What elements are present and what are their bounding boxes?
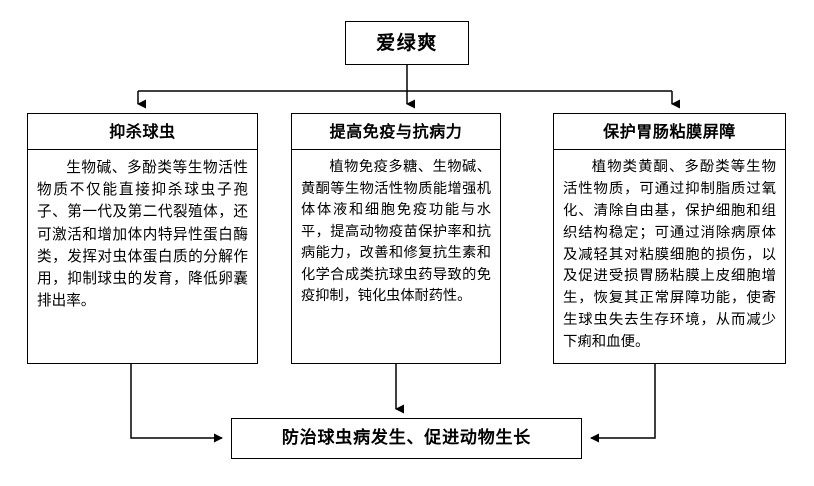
node-branch-1-body: 植物免疫多糖、生物碱、黄酮等生物活性物质能增强机体体液和细胞免疫功能与水平，提高…: [292, 150, 500, 363]
node-branch-1-header-text: 提高免疫与抗病力: [329, 121, 463, 141]
node-branch-2-body-text: 植物类黄酮、多酚类等生物活性物质，可通过抑制脂质过氧化、清除自由基，保护细胞和组…: [563, 159, 776, 351]
node-branch-2-header-text: 保护胃肠粘膜屏障: [603, 121, 736, 141]
connector-branch-2-to-outcome: [590, 364, 656, 443]
node-outcome-result[interactable]: 防治球虫病发生、促进动物生长: [231, 418, 582, 459]
node-root-title: 爱绿爽: [376, 31, 438, 54]
node-branch-0-body-text: 生物碱、多酚类等生物活性物质不仅能直接抑杀球虫子孢子、第一代及第二代裂殖体，还可…: [37, 159, 248, 310]
node-branch-1-header: 提高免疫与抗病力: [292, 114, 500, 150]
node-branch-0-body: 生物碱、多酚类等生物活性物质不仅能直接抑杀球虫子孢子、第一代及第二代裂殖体，还可…: [28, 150, 257, 363]
node-branch-anticoccidial[interactable]: 抑杀球虫 生物碱、多酚类等生物活性物质不仅能直接抑杀球虫子孢子、第一代及第二代裂…: [27, 113, 258, 364]
node-outcome-title: 防治球虫病发生、促进动物生长: [281, 428, 532, 448]
node-branch-2-body: 植物类黄酮、多酚类等生物活性物质，可通过抑制脂质过氧化、清除自由基，保护细胞和组…: [554, 150, 785, 363]
node-branch-immunity[interactable]: 提高免疫与抗病力 植物免疫多糖、生物碱、黄酮等生物活性物质能增强机体体液和细胞免…: [291, 113, 501, 364]
node-root-product[interactable]: 爱绿爽: [345, 21, 469, 65]
node-branch-2-header: 保护胃肠粘膜屏障: [554, 114, 785, 150]
node-branch-1-body-text: 植物免疫多糖、生物碱、黄酮等生物活性物质能增强机体体液和细胞免疫功能与水平，提高…: [301, 159, 491, 305]
node-branch-0-header: 抑杀球虫: [28, 114, 257, 150]
node-branch-0-header-text: 抑杀球虫: [109, 121, 176, 141]
node-branch-mucosal-barrier[interactable]: 保护胃肠粘膜屏障 植物类黄酮、多酚类等生物活性物质，可通过抑制脂质过氧化、清除自…: [553, 113, 786, 364]
connector-branch-0-to-outcome: [130, 364, 223, 443]
